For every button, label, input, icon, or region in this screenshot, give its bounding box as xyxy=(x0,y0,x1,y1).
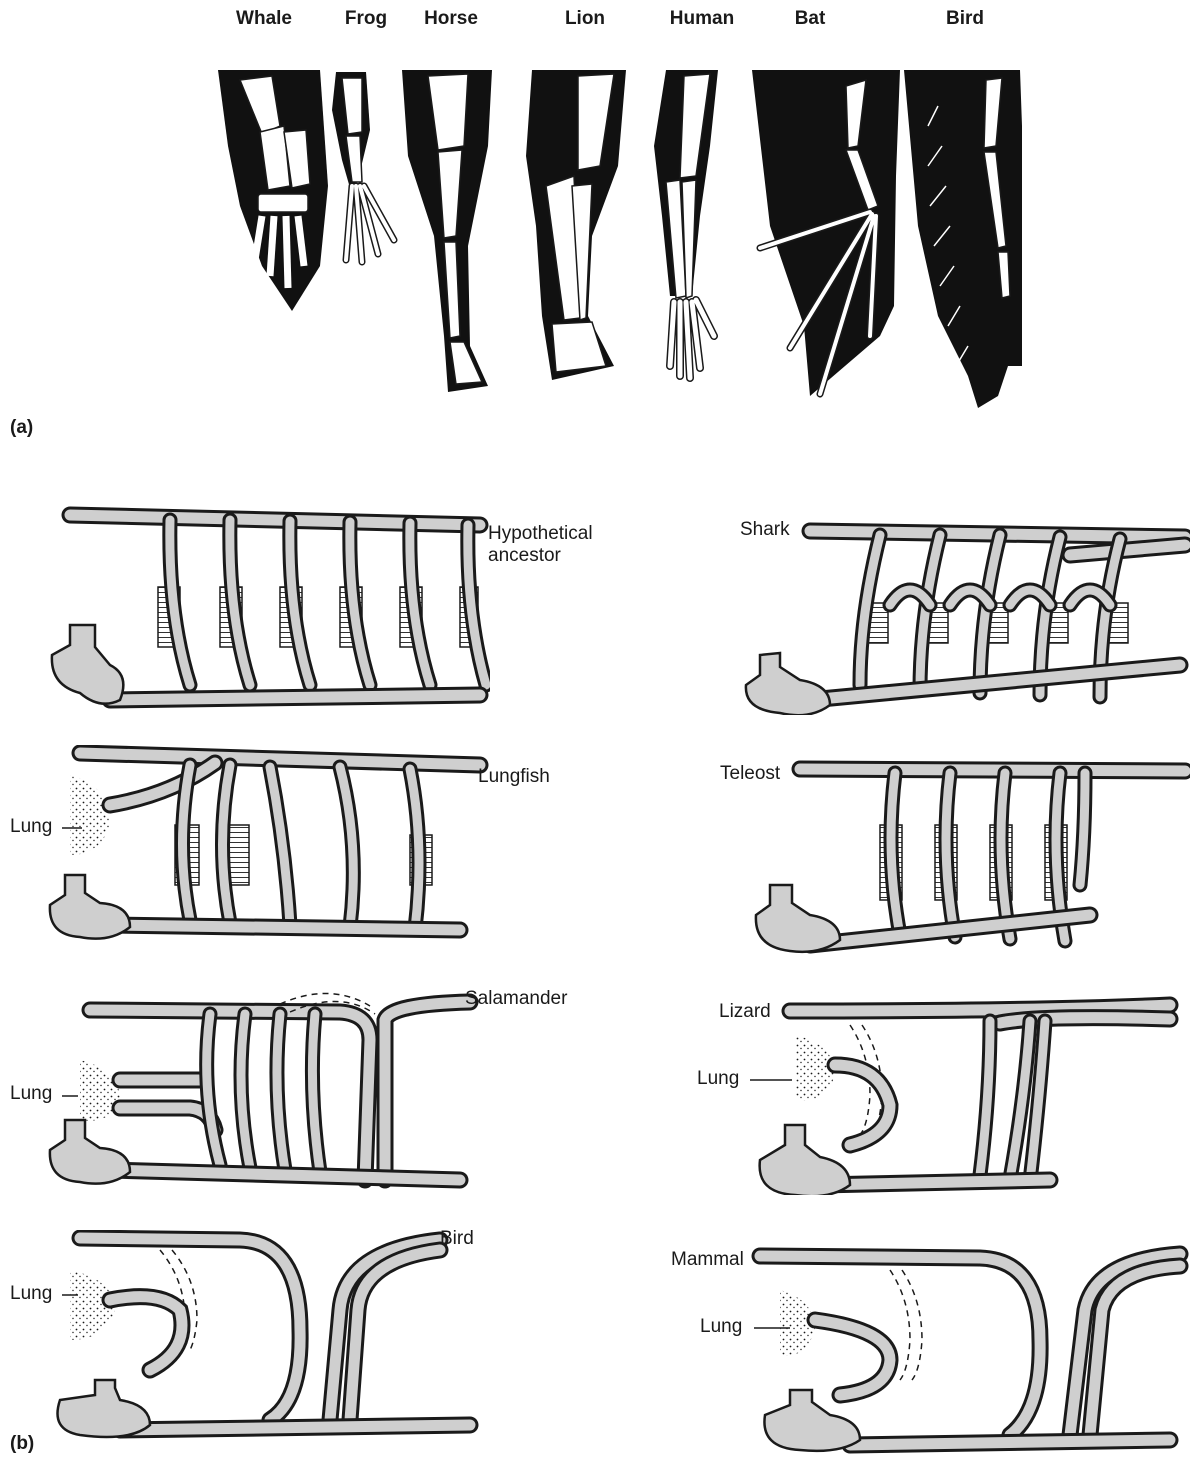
lizard-lung-leader xyxy=(750,1078,792,1082)
lizard-arches-drawing xyxy=(740,995,1190,1195)
mammal-lung-leader xyxy=(754,1326,790,1330)
bird-arches-drawing xyxy=(40,1230,490,1440)
horse-limb-drawing xyxy=(398,66,498,396)
salamander-lung-leader xyxy=(62,1094,78,1098)
lungfish-lung-label: Lung xyxy=(10,816,52,838)
bird-panel-title: Bird xyxy=(440,1228,474,1250)
lungfish-arches-drawing xyxy=(40,745,490,945)
salamander-lung-label: Lung xyxy=(10,1083,52,1105)
shark-arches-drawing xyxy=(740,515,1190,715)
header-whale: Whale xyxy=(236,8,292,30)
part-b-label: (b) xyxy=(10,1433,34,1455)
teleost-arches-drawing xyxy=(740,755,1190,955)
teleost-title: Teleost xyxy=(720,763,780,785)
mammal-arches-drawing xyxy=(740,1240,1190,1455)
mammal-title: Mammal xyxy=(671,1249,744,1271)
shark-title: Shark xyxy=(740,519,790,541)
part-a-label: (a) xyxy=(10,417,33,439)
lion-limb-drawing xyxy=(522,66,632,386)
human-limb-drawing xyxy=(640,66,730,386)
lizard-lung-label: Lung xyxy=(697,1068,739,1090)
bird-limb-drawing xyxy=(898,66,1028,411)
header-bird: Bird xyxy=(946,8,984,30)
lizard-title: Lizard xyxy=(719,1001,771,1023)
header-bat: Bat xyxy=(795,8,826,30)
bird-lung-label: Lung xyxy=(10,1283,52,1305)
ancestor-arches-drawing xyxy=(40,495,490,720)
header-human: Human xyxy=(670,8,734,30)
bird-lung-leader xyxy=(62,1293,78,1297)
lungfish-title: Lungfish xyxy=(478,766,550,788)
lungfish-lung-leader xyxy=(62,826,82,830)
bat-limb-drawing xyxy=(750,66,900,401)
ancestor-title: Hypothetical ancestor xyxy=(488,523,593,567)
salamander-title: Salamander xyxy=(465,988,567,1010)
header-frog: Frog xyxy=(345,8,387,30)
header-lion: Lion xyxy=(565,8,605,30)
header-horse: Horse xyxy=(424,8,478,30)
salamander-arches-drawing xyxy=(40,990,490,1190)
mammal-lung-label: Lung xyxy=(700,1316,742,1338)
whale-limb-drawing xyxy=(210,66,340,316)
